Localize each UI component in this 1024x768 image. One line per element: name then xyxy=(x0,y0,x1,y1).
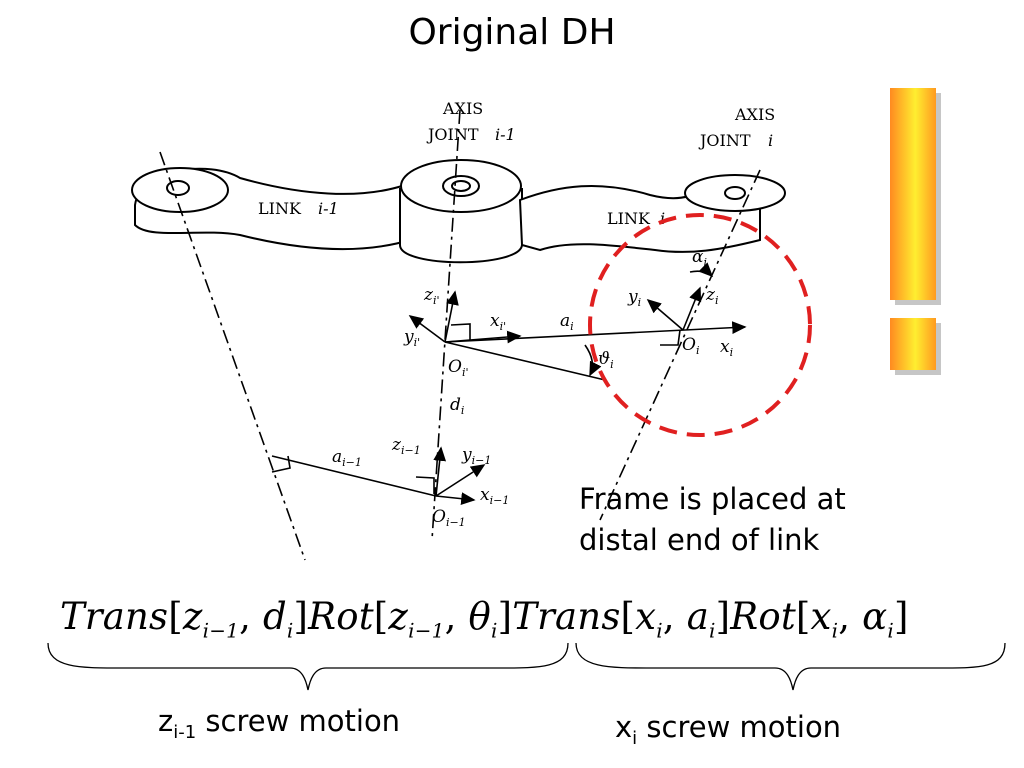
sym-z-i-1: zi−1 xyxy=(391,435,421,457)
sym-d-i: di xyxy=(450,395,464,417)
formula-theta: θ xyxy=(468,595,492,638)
sym-o-i-prime: Oi' xyxy=(448,357,468,379)
joint-prev-cylinder xyxy=(399,159,523,264)
sym-x-i: xi xyxy=(720,337,733,359)
sym-alpha-i: αi xyxy=(692,247,707,269)
link-cur-shape xyxy=(518,174,786,253)
formula-a: a xyxy=(686,595,710,638)
formula-rot-1: Rot xyxy=(308,595,374,638)
brace-right xyxy=(575,642,1006,691)
label-axis-cur: AXIS xyxy=(734,105,775,124)
frame-o-i xyxy=(646,262,714,346)
frame-note-line-1: Frame is placed at xyxy=(579,482,846,516)
label-axis-prev: AXIS xyxy=(442,99,483,118)
sym-theta-i: ϑi xyxy=(598,349,614,371)
sym-o-i-1: Oi−1 xyxy=(432,507,466,529)
formula-alpha: α xyxy=(862,595,888,638)
frame-note: Frame is placed at distal end of link xyxy=(579,479,846,561)
formula-trans-2: Trans xyxy=(512,595,621,638)
label-joint-prev-index: i-1 xyxy=(495,125,516,144)
underbraces xyxy=(47,642,1006,691)
dh-formula: Trans[zi−1, di]Rot[zi−1, θi]Trans[xi, ai… xyxy=(60,595,909,643)
joint-axes xyxy=(159,109,761,561)
sym-z-i-prime: zi' xyxy=(423,285,440,307)
formula-z: z xyxy=(182,595,203,638)
label-link-prev-index: i-1 xyxy=(318,199,339,218)
formula-d: d xyxy=(263,595,287,638)
frame-note-line-2: distal end of link xyxy=(579,523,820,557)
caption-left: zi-1 screw motion xyxy=(158,704,401,743)
label-link-cur-index: i xyxy=(660,209,665,228)
formula-trans-1: Trans xyxy=(60,595,169,638)
link-prev-shape xyxy=(131,167,412,251)
label-joint-cur-index: i xyxy=(768,131,773,150)
sym-z-i: zi xyxy=(705,285,719,307)
sym-y-i-1: yi−1 xyxy=(461,445,491,467)
sym-a-i: ai xyxy=(560,311,574,333)
exclamation-mark-icon xyxy=(890,88,941,375)
sym-a-i-1: ai−1 xyxy=(332,447,362,469)
sym-x-i-prime: xi' xyxy=(490,311,506,333)
caption-right: xi screw motion xyxy=(615,710,842,749)
sym-y-i: yi xyxy=(627,287,641,309)
page-title: Original DH xyxy=(408,12,616,53)
label-link-prev: LINK xyxy=(258,199,302,218)
formula-x: x xyxy=(635,595,657,638)
label-joint-prev: JOINT xyxy=(426,125,479,144)
label-link-cur: LINK xyxy=(607,209,651,228)
formula-rot-2: Rot xyxy=(730,595,796,638)
diagram-labels: AXIS JOINT i-1 AXIS JOINT i LINK i-1 LIN… xyxy=(258,99,775,228)
sym-y-i-prime: yi' xyxy=(403,327,420,349)
brace-left xyxy=(47,642,569,691)
highlight-circle xyxy=(588,213,812,437)
sym-x-i-1: xi−1 xyxy=(480,485,509,507)
label-joint-cur: JOINT xyxy=(698,131,751,150)
diagram-symbols: zi' xi' yi' Oi' di ai ϑi yi zi αi Oi xi … xyxy=(332,247,733,529)
sym-o-i: Oi xyxy=(682,335,699,357)
frame-o-i-prime xyxy=(408,290,747,381)
frame-o-i-minus-1 xyxy=(271,446,486,506)
